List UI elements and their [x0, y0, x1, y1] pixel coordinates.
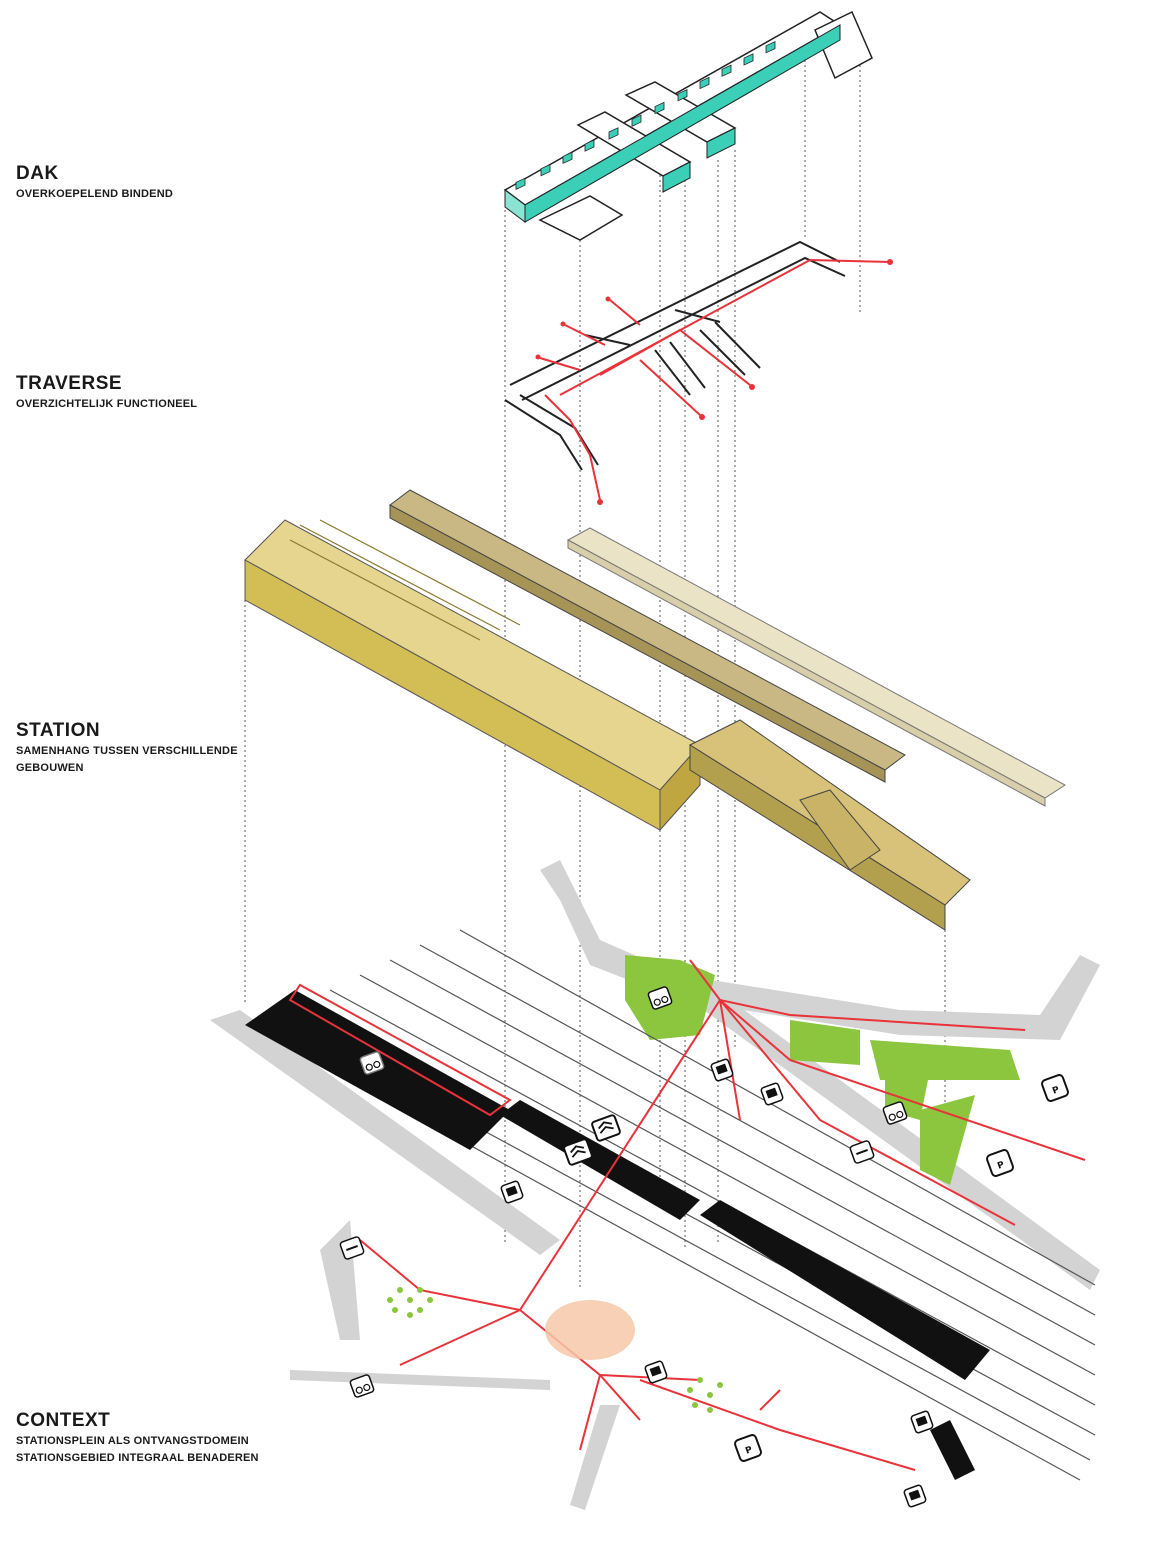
bicycle-icon: [349, 1374, 375, 1398]
traverse-main-walkway: [509, 240, 846, 401]
tram-icon: [910, 1410, 934, 1434]
layer-title: STATION: [16, 720, 101, 741]
context-icons: P P P: [339, 986, 1069, 1508]
roof-skylights: [515, 41, 776, 190]
traverse-upper-branch: [584, 309, 721, 346]
bus-icon: [760, 1082, 784, 1106]
traverse-branch-2: [699, 321, 761, 376]
layer-title: TRAVERSE: [16, 373, 123, 394]
context-routes: [288, 959, 1086, 1471]
svg-text:P: P: [996, 1160, 1006, 1172]
parking-icon: P: [734, 1434, 762, 1462]
layer-label-traverse: TRAVERSE OVERZICHTELIJK FUNCTIONEEL: [16, 373, 197, 412]
layer-title: DAK: [16, 163, 59, 184]
context-layer: [210, 860, 1100, 1510]
traverse-route-arrows: [535, 259, 893, 505]
layer-label-dak: DAK OVERKOEPELEND BINDEND: [16, 163, 173, 202]
svg-text:P: P: [1051, 1085, 1061, 1097]
parking-icon: P: [986, 1149, 1014, 1177]
layer-subtitle: OVERZICHTELIJK FUNCTIONEEL: [16, 398, 198, 410]
roof-arm-side-2: [706, 127, 736, 159]
taxi-icon: [849, 1140, 875, 1164]
layer-subtitle: STATIONSGEBIED INTEGRAAL BENADEREN: [16, 1452, 259, 1464]
layer-subtitle: STATIONSPLEIN ALS ONTVANGSTDOMEIN: [16, 1435, 249, 1447]
roof-layer: [503, 10, 873, 241]
bicycle-icon: [882, 1101, 908, 1125]
bus-icon: [710, 1058, 734, 1082]
traverse-layer: [504, 240, 893, 505]
bicycle-icon: [647, 986, 673, 1010]
context-plaza-highlight: [545, 1300, 635, 1360]
train-icon: [563, 1138, 593, 1166]
traverse-left-ramp: [504, 394, 599, 471]
station-light-canopy-side: [567, 539, 1046, 807]
parking-icon: P: [1041, 1074, 1069, 1102]
traverse-routes: [539, 258, 891, 501]
station-vaulted-canopy-side: [389, 504, 886, 783]
station-heritage-building-tower: [799, 789, 881, 871]
roof-lower-slab: [538, 195, 624, 241]
roof-end-block: [814, 10, 873, 80]
roof-arm-side: [662, 161, 691, 193]
roof-side-face-left-end: [504, 189, 526, 223]
station-roof-lines: [289, 519, 521, 641]
layer-label-context: CONTEXT STATIONSPLEIN ALS ONTVANGSTDOMEI…: [16, 1410, 259, 1466]
traverse-branch-1: [654, 341, 706, 396]
layer-subtitle: SAMENHANG TUSSEN VERSCHILLENDE: [16, 745, 238, 757]
train-icon: [591, 1114, 621, 1142]
context-dotted-greens: [387, 1287, 723, 1413]
layer-label-station: STATION SAMENHANG TUSSEN VERSCHILLENDE G…: [16, 720, 238, 776]
layer-subtitle: OVERKOEPELEND BINDEND: [16, 188, 173, 200]
svg-text:P: P: [744, 1445, 754, 1457]
tram-icon: [903, 1484, 927, 1508]
tram-icon: [644, 1360, 668, 1384]
taxi-icon: [339, 1236, 365, 1260]
layer-subtitle: GEBOUWEN: [16, 762, 84, 774]
bicycle-icon: [359, 1051, 385, 1075]
layer-title: CONTEXT: [16, 1410, 111, 1431]
bus-icon: [500, 1180, 524, 1204]
station-layer: [244, 489, 1066, 931]
roof-side-face: [524, 24, 841, 223]
